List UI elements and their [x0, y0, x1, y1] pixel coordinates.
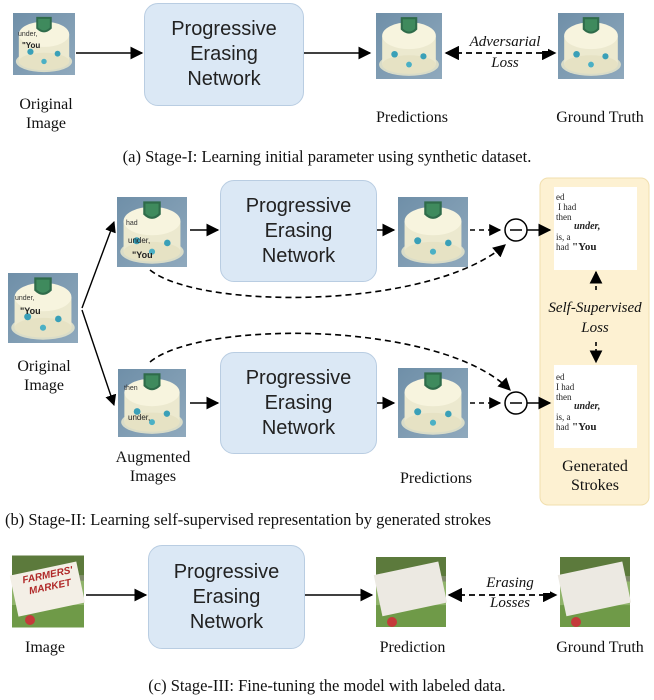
- svg-text:under,: under,: [128, 236, 150, 245]
- stroke-word: then: [556, 392, 572, 402]
- network-line: Progressive: [245, 366, 352, 389]
- top-skip-connection: [149, 244, 506, 299]
- stage1-original-label: Original Image: [2, 95, 90, 133]
- label-line: Original: [17, 358, 71, 375]
- svg-text:"You: "You: [132, 250, 153, 260]
- stage1-ground-truth-image: [558, 13, 624, 79]
- stage3-ground-truth-label: Ground Truth: [556, 639, 644, 656]
- stage2-loss-label: Self-Supervised Loss: [541, 298, 649, 338]
- branch-down-arrow: [81, 309, 117, 407]
- network-line: Progressive: [173, 560, 280, 583]
- stroke-word: is, a: [556, 412, 571, 422]
- stage1-predictions-image: [376, 13, 442, 79]
- stroke-word: ed: [556, 192, 565, 202]
- svg-text:"You: "You: [20, 306, 41, 316]
- network-line: Progressive: [245, 194, 352, 217]
- svg-text:"You: "You: [22, 41, 40, 50]
- label-line: Strokes: [571, 477, 619, 494]
- label-line: Generated: [562, 458, 628, 475]
- stroke-word: I had: [558, 202, 577, 212]
- svg-text:then: then: [124, 385, 138, 392]
- loss-line: Adversarial: [462, 33, 548, 51]
- loss-line: Loss: [491, 55, 519, 71]
- stroke-word: ed: [556, 372, 565, 382]
- network-line: Network: [261, 416, 336, 439]
- loss-line: Losses: [489, 595, 530, 611]
- stage2-strokes-label: Generated Strokes: [545, 457, 645, 495]
- label-line: Augmented: [115, 449, 191, 466]
- stage1-network-box: Progressive Erasing Network: [144, 3, 304, 106]
- stroke-word: I had: [556, 382, 575, 392]
- network-line: Erasing: [192, 585, 261, 608]
- stroke-word: "You: [572, 241, 597, 253]
- stroke-word: then: [556, 212, 572, 222]
- label-line: Images: [129, 468, 177, 485]
- stage3-prediction-label: Prediction: [379, 639, 446, 656]
- network-line: Erasing: [190, 43, 258, 65]
- stage2-top-prediction-image: [398, 197, 468, 267]
- network-line: Erasing: [264, 219, 333, 242]
- label-line: Image: [26, 115, 66, 132]
- bottom-stroke-text: ed I had then under, is, a had "You: [556, 372, 636, 444]
- stage3-input-image: [9, 555, 85, 628]
- stage3-caption: (c) Stage-III: Fine-tuning the model wit…: [148, 676, 506, 695]
- network-line: Network: [261, 244, 336, 267]
- top-stroke-text: ed I had then under, is, a had "You: [556, 192, 636, 268]
- loss-line: Self-Supervised: [548, 300, 642, 316]
- svg-text:had: had: [126, 220, 138, 227]
- stroke-word: "You: [572, 421, 597, 433]
- svg-text:under,: under,: [18, 31, 38, 38]
- stage2-original-label: Original Image: [0, 357, 90, 395]
- bottom-skip-connection: [149, 332, 511, 391]
- stroke-word: under,: [574, 221, 601, 232]
- network-line: Progressive: [171, 18, 277, 40]
- stage2-original-image: under, "You: [8, 273, 78, 343]
- bottom-stroke-panel: [554, 365, 637, 448]
- stage1-predictions-label: Predictions: [376, 109, 448, 126]
- stage1-original-image: under, "You: [13, 13, 75, 75]
- label-line: Image: [24, 377, 64, 394]
- stroke-word: under,: [574, 401, 601, 412]
- stage2-caption: (b) Stage-II: Learning self-supervised r…: [5, 510, 492, 529]
- stage3-loss-label: Erasing Losses: [470, 573, 550, 613]
- branch-up-arrow: [81, 220, 116, 309]
- svg-text:under,: under,: [128, 413, 150, 422]
- top-stroke-panel: [554, 187, 637, 270]
- stage3-image-label: Image: [25, 639, 65, 656]
- stage1-loss-label: Adversarial Loss: [462, 33, 548, 72]
- stage2-top-augmented-image: had under, "You: [117, 197, 187, 267]
- stage1-caption: (a) Stage-I: Learning initial parameter …: [122, 147, 532, 166]
- network-line: Erasing: [264, 391, 333, 414]
- label-line: Original: [19, 96, 73, 113]
- stage2-bottom-prediction-image: [398, 368, 468, 438]
- stroke-word: had: [556, 422, 569, 432]
- stage3-network-box: Progressive Erasing Network: [148, 545, 305, 649]
- stage2-augmented-label: Augmented Images: [108, 448, 198, 486]
- stroke-word: had: [556, 242, 569, 252]
- stage2-bottom-network-box: Progressive Erasing Network: [220, 352, 377, 454]
- stage3-prediction-image: [373, 557, 447, 627]
- stage2-predictions-label: Predictions: [400, 470, 472, 487]
- stage1-ground-truth-label: Ground Truth: [556, 109, 644, 126]
- network-line: Network: [189, 610, 264, 633]
- stage3-ground-truth-image: [557, 557, 631, 627]
- loss-line: Loss: [581, 320, 609, 336]
- loss-line: Erasing: [470, 573, 550, 593]
- stroke-word: is, a: [556, 232, 571, 242]
- stage2-top-network-box: Progressive Erasing Network: [220, 180, 377, 282]
- network-line: Network: [187, 68, 261, 90]
- stage2-bottom-augmented-image: then under,: [118, 369, 186, 437]
- svg-text:under,: under,: [15, 295, 35, 302]
